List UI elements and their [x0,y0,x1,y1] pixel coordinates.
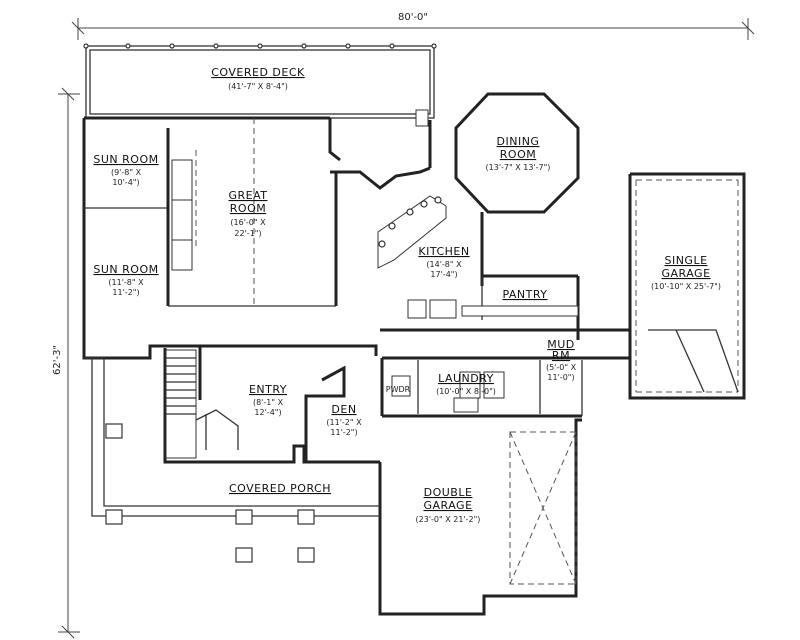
mud-rm-size-a: (5'-0" X [546,363,577,372]
sun-room-1-size-b: 10'-4") [112,178,139,187]
great-room-dashed [195,118,255,306]
covered-deck-size: (41'-7" X 8'-4") [228,82,288,91]
dining-room-size: (13'-7" X 13'-7") [486,163,551,172]
kitchen-size-b: 17'-4") [430,270,457,279]
great-room-size-a: (16'-0" X [230,218,266,227]
den-size-a: (11'-2" X [326,418,362,427]
covered-porch-label: COVERED PORCH [229,482,331,495]
mud-rm-size-b: 11'-0") [547,373,574,382]
mud-rm-label-2: RM [552,349,570,362]
den-label: DEN [331,403,356,416]
covered-deck-label: COVERED DECK [211,66,305,79]
double-garage-label-2: GARAGE [423,499,472,512]
laundry-size: (10'-0" X 8'-0") [436,387,496,396]
great-room-label-2: ROOM [230,202,266,215]
double-garage-size: (23'-0" X 21'-2") [416,515,481,524]
kitchen-size-a: (14'-8" X [426,260,462,269]
overall-depth-label: 62'-3" [52,345,63,375]
pwdr-label: PWDR [386,385,411,394]
dimension-lines [58,18,755,639]
sun-room-2-label: SUN ROOM [93,263,158,276]
sun-room-1-label: SUN ROOM [93,153,158,166]
dining-room-label-2: ROOM [500,148,536,161]
sun-room-1-size-a: (9'-8" X [111,168,142,177]
exterior-walls [82,92,746,616]
great-room-size-b: 22'-1") [234,229,261,238]
mud-rm-label-1: MUD [547,338,575,351]
dining-room-label-1: DINING [497,135,540,148]
stairs [165,349,239,459]
den-size-b: 11'-2") [330,428,357,437]
single-garage-label-1: SINGLE [664,254,707,267]
sun-room-2-size-b: 11'-2") [112,288,139,297]
entry-label: ENTRY [249,383,287,396]
great-room-label-1: GREAT [228,189,267,202]
laundry-label: LAUNDRY [438,372,494,385]
kitchen-label: KITCHEN [418,245,469,258]
overall-width-label: 80'-0" [398,12,428,23]
entry-size-b: 12'-4") [254,408,281,417]
sun-room-2-size-a: (11'-8" X [108,278,144,287]
pantry-label: PANTRY [502,288,547,301]
entry-size-a: (8'-1" X [253,398,284,407]
single-garage-size: (10'-10" X 25'-7") [651,282,721,291]
single-garage-label-2: GARAGE [661,267,710,280]
double-garage-label-1: DOUBLE [424,486,473,499]
covered-porch-outline [84,357,380,563]
fixtures [171,159,505,413]
